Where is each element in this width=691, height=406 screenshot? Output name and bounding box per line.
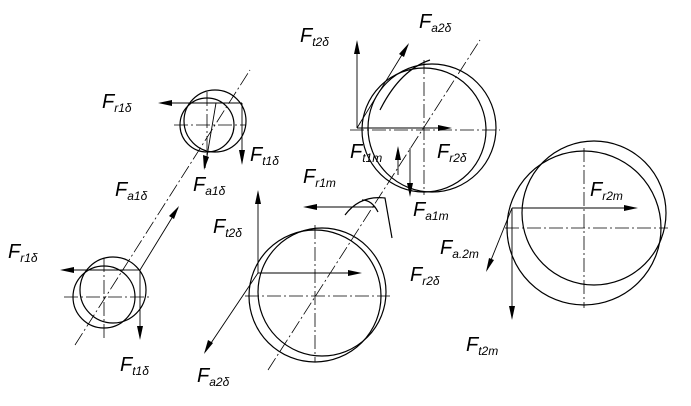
force-arrows-middle-lower-gear (204, 148, 413, 354)
label-fa1d-mid: Fa1δ (193, 174, 226, 198)
gear-middle-lower (245, 197, 393, 363)
label-ft1d-low: Ft1δ (120, 354, 149, 378)
force-arrows-upper-pinion (158, 100, 245, 170)
force-arrows-large-gear (486, 205, 638, 320)
force-arrows-upper-middle-gear (354, 40, 452, 175)
label-ft1d-mid: Ft1δ (250, 144, 279, 168)
label-ft1m: Ft1m (350, 141, 383, 165)
force-arrows-lower-left-gear (60, 206, 179, 340)
label-fa2m: Fa.2m (440, 237, 479, 261)
label-fa2d-top: Fa2δ (419, 11, 452, 35)
bevel-pinion-upper (174, 89, 247, 158)
label-fr2d-mid: Fr2δ (410, 264, 440, 288)
label-ft2d-mid: Ft2δ (213, 216, 242, 240)
label-fa1m: Fa1m (413, 199, 449, 223)
label-fr1m: Fr1m (303, 166, 336, 190)
shaft-axis-left (74, 69, 251, 346)
label-fr1d-low: Fr1δ (8, 241, 38, 265)
label-fr1d-top: Fr1δ (102, 91, 132, 115)
bevel-gear-lower-left (64, 256, 150, 338)
label-fa1d-left: Fa1δ (115, 179, 148, 203)
label-ft2d-top: Ft2δ (300, 25, 329, 49)
label-fr2m: Fr2m (590, 179, 623, 203)
label-fr2d-top: Fr2δ (437, 141, 467, 165)
label-fa2d-low: Fa2δ (197, 365, 230, 389)
gear-large-right (505, 140, 668, 308)
label-ft2m: Ft2m (466, 334, 499, 358)
shaft-axis-middle (267, 39, 481, 371)
gear-upper-middle (350, 59, 500, 195)
